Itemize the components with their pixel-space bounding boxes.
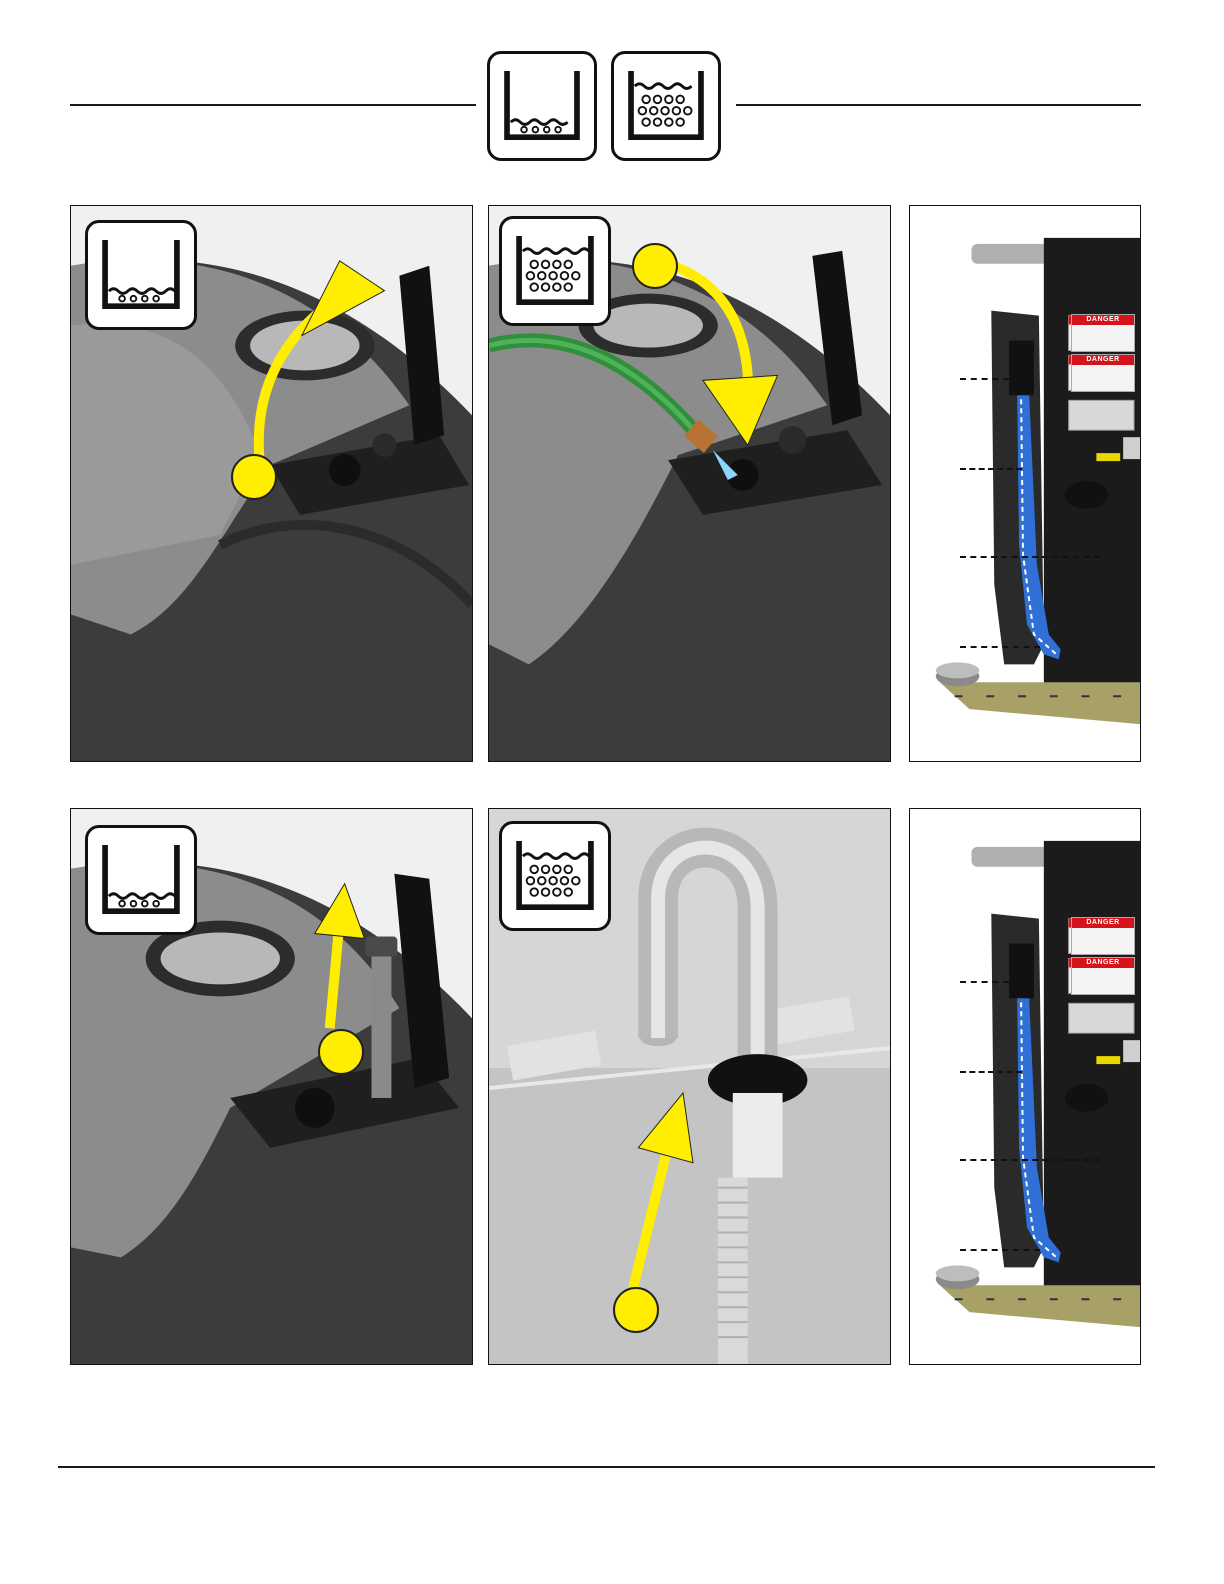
callout-marker: [318, 1029, 364, 1075]
machine-side-illustration: [910, 809, 1140, 1364]
header-rule-left: [70, 104, 476, 106]
machine-side-illustration: [910, 206, 1140, 761]
tank-full-icon: [499, 216, 611, 326]
tank-full-icon: [611, 51, 721, 161]
danger-label: DANGER: [1071, 354, 1135, 392]
header-rule-right: [736, 104, 1141, 106]
level-line-4: [960, 646, 1040, 648]
callout-marker: [632, 243, 678, 289]
tank-low-icon: [85, 825, 197, 935]
danger-label: DANGER: [1071, 917, 1135, 955]
callout-marker: [231, 454, 277, 500]
level-line-2: [960, 468, 1022, 470]
panel-open-recovery-lid: [70, 205, 473, 762]
panel-fill-with-hose: [488, 205, 891, 762]
danger-label-text: DANGER: [1072, 355, 1134, 365]
panel-level-indicator-side-view: DANGER DANGER: [909, 808, 1141, 1365]
callout-marker: [613, 1287, 659, 1333]
tank-full-icon: [499, 821, 611, 931]
level-line-3: [960, 556, 1100, 558]
level-line-3: [960, 1159, 1100, 1161]
danger-label-text: DANGER: [1072, 315, 1134, 325]
danger-label: DANGER: [1071, 314, 1135, 352]
panel-level-indicator-side-view: DANGER DANGER: [909, 205, 1141, 762]
panel-remove-plug: [70, 808, 473, 1365]
tank-low-icon: [487, 51, 597, 161]
level-line-4: [960, 1249, 1040, 1251]
level-line-2: [960, 1071, 1022, 1073]
danger-label-text: DANGER: [1072, 918, 1134, 928]
footer-rule: [58, 1466, 1155, 1468]
panel-faucet-adapter: [488, 808, 891, 1365]
danger-label-text: DANGER: [1072, 958, 1134, 968]
tank-low-icon: [85, 220, 197, 330]
level-line-1: [960, 981, 1020, 983]
level-line-1: [960, 378, 1020, 380]
danger-label: DANGER: [1071, 957, 1135, 995]
